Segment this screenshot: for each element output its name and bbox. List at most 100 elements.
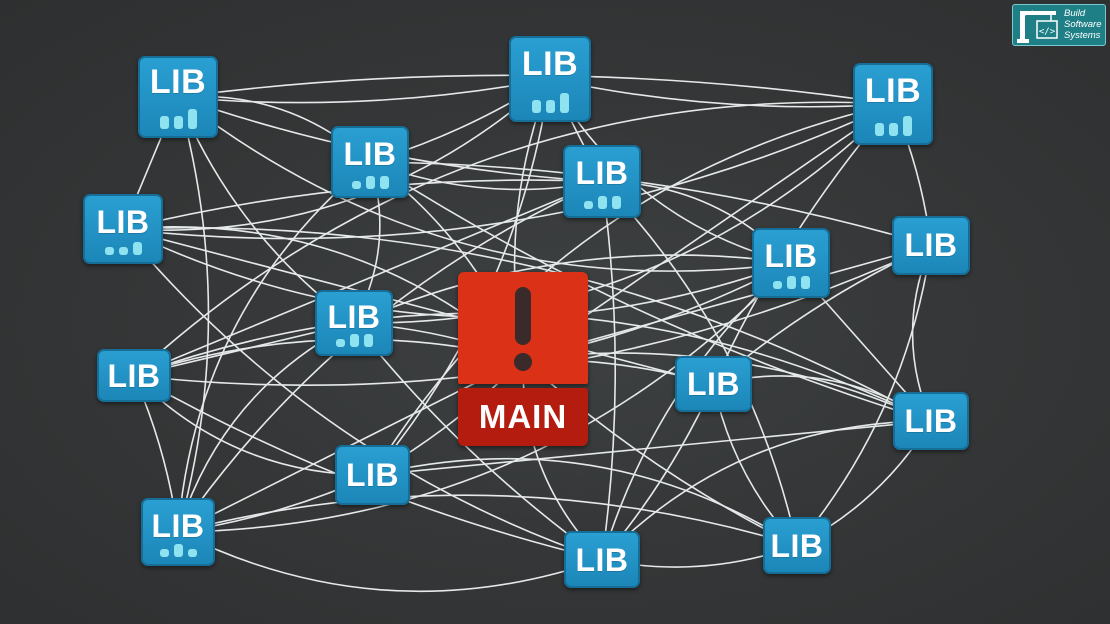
dependency-edge	[133, 101, 894, 377]
bar-mark	[786, 276, 796, 289]
bar-mark	[363, 334, 373, 347]
dependency-edge	[177, 161, 371, 533]
bars-icon	[85, 242, 161, 255]
logo-line: Software	[1064, 19, 1102, 30]
node-label: LIB	[575, 155, 629, 191]
dependency-edge	[371, 420, 932, 476]
dependency-edge	[177, 96, 792, 272]
dependency-edge	[601, 180, 617, 561]
bar-mark	[335, 339, 345, 347]
dependency-edge	[177, 494, 798, 547]
bar-mark	[159, 116, 169, 129]
bars-icon	[754, 276, 828, 289]
dependency-edge	[177, 96, 210, 533]
dependency-edge	[177, 78, 551, 104]
dependency-edge	[122, 228, 603, 561]
dependency-edge	[122, 78, 551, 231]
dependency-edge	[369, 161, 932, 247]
lib-node: LIB	[138, 56, 218, 138]
bar-mark	[173, 544, 183, 557]
node-label: LIB	[151, 508, 205, 544]
lib-node: LIB	[893, 392, 969, 450]
bars-icon	[855, 116, 931, 136]
node-label: LIB	[904, 227, 958, 263]
lib-node: LIB	[853, 63, 933, 145]
dependency-edge	[122, 226, 932, 422]
bars-icon	[140, 109, 216, 129]
lib-node: LIB	[335, 445, 410, 505]
lib-node: LIB	[752, 228, 830, 298]
bar-mark	[365, 176, 375, 189]
node-label: LIB	[904, 403, 958, 439]
main-node: MAIN	[458, 272, 588, 446]
lib-node: LIB	[141, 498, 215, 566]
lib-node: LIB	[97, 349, 171, 402]
bars-icon	[565, 196, 639, 209]
lib-node: LIB	[83, 194, 163, 264]
alert-box	[458, 272, 588, 384]
dependency-edge	[353, 254, 792, 324]
node-label: LIB	[686, 366, 741, 402]
dependency-edge	[353, 103, 894, 324]
bar-mark	[531, 100, 541, 113]
dependency-edge	[177, 531, 603, 593]
bar-mark	[902, 116, 912, 136]
bar-mark	[187, 109, 197, 129]
dependency-edge	[549, 78, 894, 108]
logo-text: Build Software Systems	[1064, 8, 1106, 41]
node-label: LIB	[96, 204, 150, 240]
dependency-edge	[796, 244, 932, 547]
bar-mark	[118, 247, 128, 255]
logo-line: Systems	[1064, 30, 1101, 41]
node-label: LIB	[575, 542, 629, 578]
lib-node: LIB	[675, 356, 752, 412]
bars-icon	[333, 176, 407, 189]
bar-mark	[888, 123, 898, 136]
bars-icon	[317, 334, 391, 347]
bar-mark	[611, 196, 621, 209]
bar-mark	[349, 334, 359, 347]
exclamation-icon	[514, 287, 532, 371]
dependency-edge	[133, 180, 603, 377]
node-label: LIB	[327, 299, 381, 335]
bar-mark	[173, 116, 183, 129]
node-label: LIB	[345, 457, 400, 493]
bar-mark	[772, 281, 782, 289]
lib-node: LIB	[509, 36, 591, 122]
node-label: LIB	[764, 238, 818, 274]
bar-mark	[351, 181, 361, 189]
dependency-edge	[371, 457, 798, 547]
dependency-edge	[371, 103, 894, 476]
lib-node: LIB	[763, 517, 831, 574]
bars-icon	[511, 93, 589, 113]
bar-mark	[545, 100, 555, 113]
logo: </> Build Software Systems	[1012, 4, 1106, 46]
dependency-edge	[522, 358, 798, 547]
bar-mark	[187, 549, 197, 557]
bar-mark	[583, 201, 593, 209]
dependency-edge	[369, 161, 932, 422]
crane-code-icon: </>	[1017, 10, 1058, 43]
svg-text:</>: </>	[1039, 27, 1056, 37]
dependency-edge	[601, 420, 932, 561]
node-label: LIB	[770, 528, 824, 564]
node-label: LIB	[107, 358, 161, 394]
node-label: LIB	[149, 63, 207, 101]
lib-node: LIB	[563, 145, 641, 218]
main-label: MAIN	[458, 388, 588, 446]
node-label: LIB	[521, 45, 579, 83]
dependency-edge	[601, 180, 798, 547]
bar-mark	[874, 123, 884, 136]
bar-mark	[132, 242, 142, 255]
bar-mark	[379, 176, 389, 189]
logo-line: Build	[1064, 8, 1086, 19]
bar-mark	[800, 276, 810, 289]
lib-node: LIB	[892, 216, 970, 275]
node-label: LIB	[864, 72, 922, 110]
bar-mark	[559, 93, 569, 113]
dependency-edge	[122, 228, 715, 385]
node-label: LIB	[343, 136, 397, 172]
lib-node: LIB	[331, 126, 409, 198]
bars-icon	[143, 544, 213, 557]
